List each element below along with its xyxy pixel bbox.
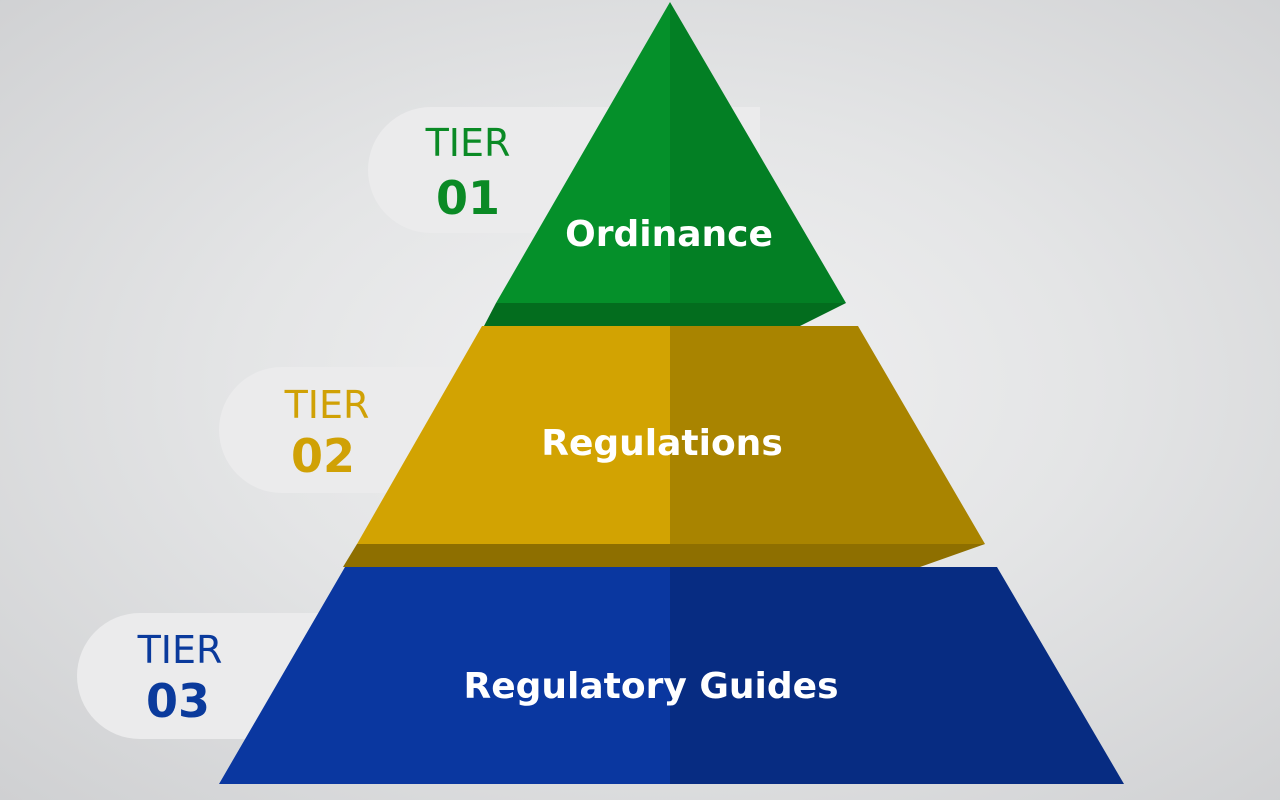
tier-1-left-face — [496, 2, 670, 303]
tier-1-word: TIER — [425, 121, 511, 165]
tier-1-block — [484, 2, 846, 326]
tier-2-block — [343, 326, 985, 567]
tier-2-word: TIER — [284, 383, 370, 427]
tier-1-number: 01 — [436, 171, 500, 225]
tier-3-label: Regulatory Guides — [464, 666, 839, 707]
tier-3-block — [219, 567, 1124, 784]
tier-2-shadow-band — [343, 544, 985, 567]
tier-2-left-face — [357, 326, 670, 544]
tier-3-left-face — [219, 567, 670, 784]
tier-3-word: TIER — [137, 628, 223, 672]
tier-3-number: 03 — [146, 674, 210, 728]
tier-1-label: Ordinance — [565, 214, 773, 255]
tier-1-shadow-band — [484, 303, 846, 326]
tier-2-number: 02 — [291, 429, 355, 483]
tier-2-right-face — [670, 326, 985, 544]
tier-1-right-face — [670, 2, 846, 303]
tier-2-label: Regulations — [541, 423, 783, 464]
tier-3-right-face — [670, 567, 1124, 784]
